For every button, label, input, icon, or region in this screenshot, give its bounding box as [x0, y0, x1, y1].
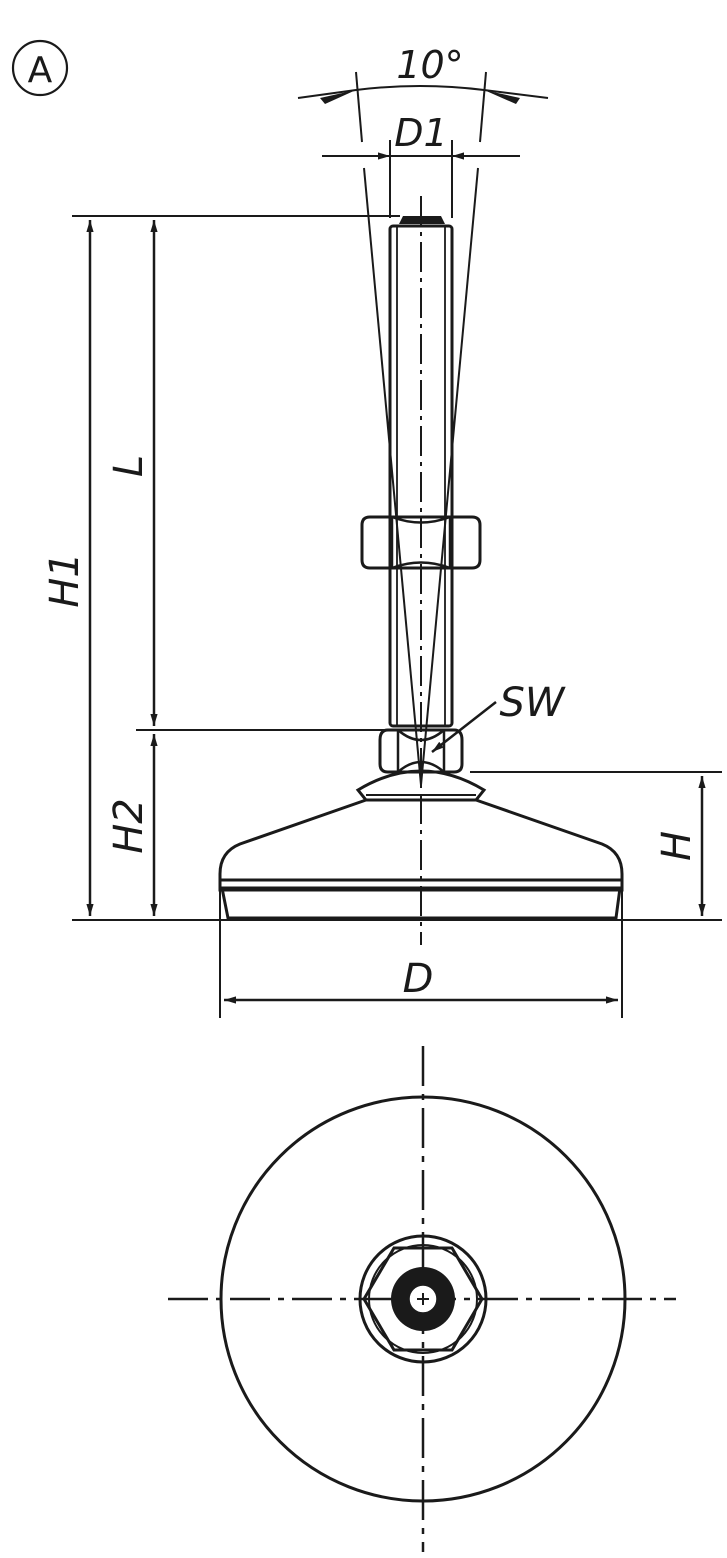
h1-dimension: H1 [42, 220, 94, 916]
lock-nut [360, 515, 482, 570]
bottom-plan-view [168, 1046, 676, 1552]
h2-label: H2 [106, 798, 152, 854]
d1-dimension: D1 [322, 111, 520, 218]
d1-label: D1 [394, 111, 447, 155]
l-dimension: L [106, 220, 158, 726]
hex-outline [362, 1246, 484, 1352]
angle-dimension: 10° [297, 43, 549, 143]
h2-dimension: H2 [106, 734, 158, 916]
sw-label: SW [500, 680, 566, 726]
angle-label: 10° [396, 43, 463, 87]
h-label: H [654, 831, 700, 861]
view-label-text: A [28, 50, 53, 91]
tilt-cone-lines [363, 167, 479, 786]
d-label: D [403, 956, 434, 1002]
sw-callout: SW [431, 680, 566, 753]
d-dimension: D [224, 956, 618, 1004]
h-dimension: H [654, 776, 706, 916]
view-label-a: A [11, 39, 69, 97]
extension-lines [72, 215, 722, 1018]
l-label: L [106, 455, 152, 477]
h1-label: H1 [42, 552, 88, 608]
